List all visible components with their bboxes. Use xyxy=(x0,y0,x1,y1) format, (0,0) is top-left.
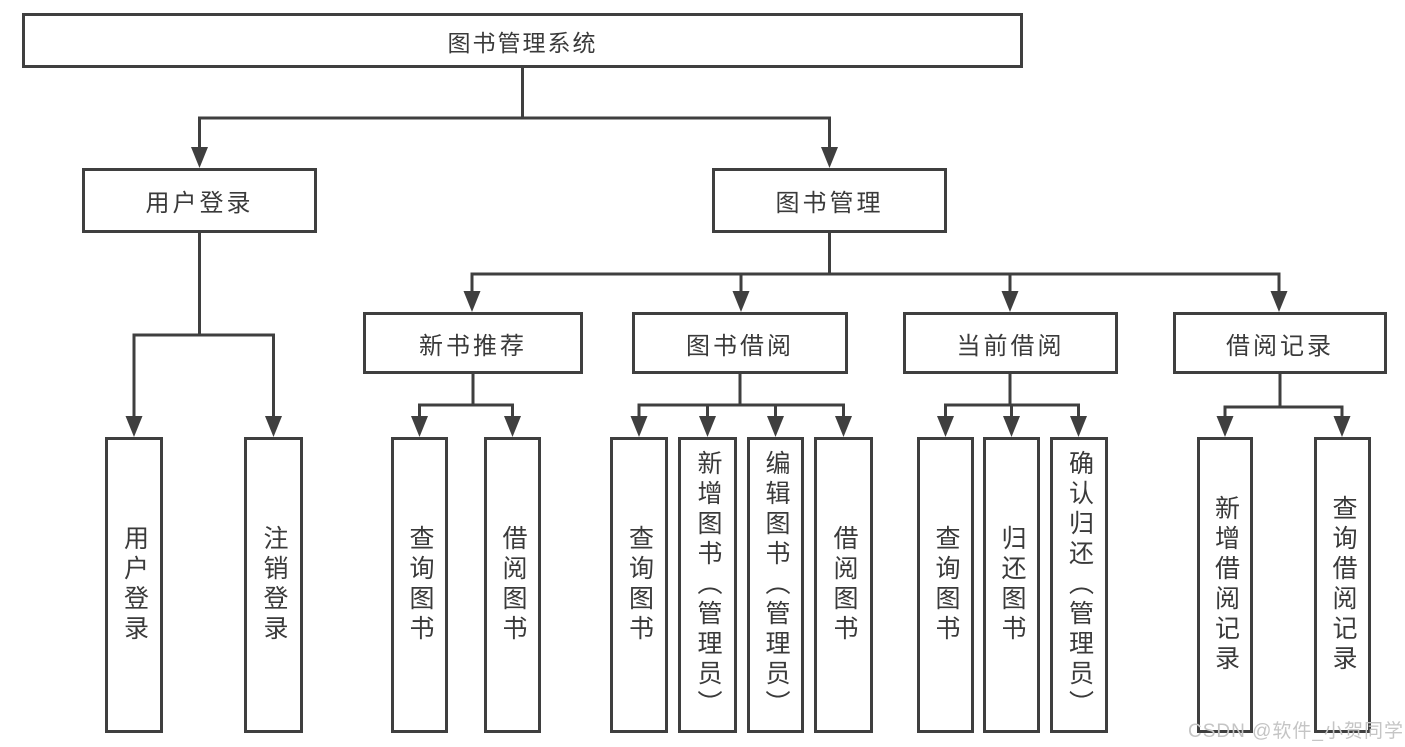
leaf-edit-book-admin: 编辑图书（管理员） xyxy=(747,437,804,733)
connector-root-branch xyxy=(198,64,831,150)
leaf-label: 编辑图书（管理员） xyxy=(762,450,790,720)
arrow-icon xyxy=(937,416,954,437)
arrow-icon xyxy=(732,291,750,312)
arrow-icon xyxy=(630,416,648,437)
leaf-label: 归还图书 xyxy=(998,525,1026,645)
leaf-logout: 注销登录 xyxy=(244,437,303,733)
node-label: 图书管理系统 xyxy=(447,29,598,56)
node-label: 图书借阅 xyxy=(686,332,794,360)
leaf-user-login: 用户登录 xyxy=(105,437,163,733)
leaf-add-borrow-record: 新增借阅记录 xyxy=(1197,437,1253,733)
arrow-icon xyxy=(504,416,521,437)
connector-new-book-branch xyxy=(418,372,514,420)
arrow-icon xyxy=(821,147,838,168)
leaf-label: 用户登录 xyxy=(120,525,149,645)
leaf-label: 借阅图书 xyxy=(830,525,858,645)
node-borrowing-records: 借阅记录 xyxy=(1173,312,1387,374)
leaf-label: 新增图书（管理员） xyxy=(694,450,722,720)
leaf-label: 借阅图书 xyxy=(499,525,527,645)
arrow-icon xyxy=(1216,416,1234,437)
leaf-query-books-current: 查询图书 xyxy=(917,437,974,733)
arrow-icon xyxy=(1270,291,1288,312)
arrow-icon xyxy=(125,416,143,437)
node-book-borrowing: 图书借阅 xyxy=(632,312,848,374)
leaf-label: 新增借阅记录 xyxy=(1211,495,1240,675)
connector-current-borrowing-branch xyxy=(944,372,1080,420)
leaf-return-books: 归还图书 xyxy=(983,437,1040,733)
arrow-icon xyxy=(1070,416,1087,437)
leaf-confirm-return-admin: 确认归还（管理员） xyxy=(1050,437,1108,733)
arrow-icon xyxy=(1333,416,1351,437)
arrow-icon xyxy=(411,416,428,437)
csdn-watermark: CSDN @软件_小贺同学 xyxy=(1188,721,1404,742)
leaf-label: 查询图书 xyxy=(625,525,654,645)
arrow-icon xyxy=(463,291,481,312)
node-book-management: 图书管理 xyxy=(712,168,947,233)
connector-user-login-branch xyxy=(132,231,275,420)
arrow-icon xyxy=(1003,416,1020,437)
leaf-borrow-books-borrowing: 借阅图书 xyxy=(814,437,873,733)
arrow-icon xyxy=(767,416,784,437)
node-label: 借阅记录 xyxy=(1226,332,1334,360)
arrow-icon xyxy=(835,416,852,437)
arrow-icon xyxy=(191,147,208,168)
leaf-label: 注销登录 xyxy=(260,525,288,645)
node-user-login: 用户登录 xyxy=(82,168,317,233)
leaf-label: 查询借阅记录 xyxy=(1329,495,1357,675)
leaf-borrow-books-recommend: 借阅图书 xyxy=(484,437,541,733)
connector-borrowing-records-branch xyxy=(1223,372,1344,420)
node-label: 当前借阅 xyxy=(956,332,1065,360)
node-label: 用户登录 xyxy=(145,190,254,217)
node-new-book-recommendation: 新书推荐 xyxy=(363,312,583,374)
leaf-label: 查询图书 xyxy=(932,525,960,645)
node-current-borrowing: 当前借阅 xyxy=(903,312,1118,374)
arrow-icon xyxy=(265,416,282,437)
leaf-query-borrow-record: 查询借阅记录 xyxy=(1314,437,1371,733)
connector-book-management-branch xyxy=(470,231,1281,295)
node-label: 新书推荐 xyxy=(419,332,527,360)
leaf-label: 查询图书 xyxy=(406,525,434,645)
arrow-icon xyxy=(1001,291,1019,312)
leaf-query-books-recommend: 查询图书 xyxy=(391,437,448,733)
leaf-add-book-admin: 新增图书（管理员） xyxy=(678,437,737,733)
connector-book-borrowing-branch xyxy=(637,372,845,420)
node-label: 图书管理 xyxy=(775,190,884,217)
arrow-icon xyxy=(699,416,716,437)
leaf-label: 确认归还（管理员） xyxy=(1065,450,1094,720)
node-library-management-system: 图书管理系统 xyxy=(22,13,1023,68)
leaf-query-books-borrowing: 查询图书 xyxy=(610,437,668,733)
